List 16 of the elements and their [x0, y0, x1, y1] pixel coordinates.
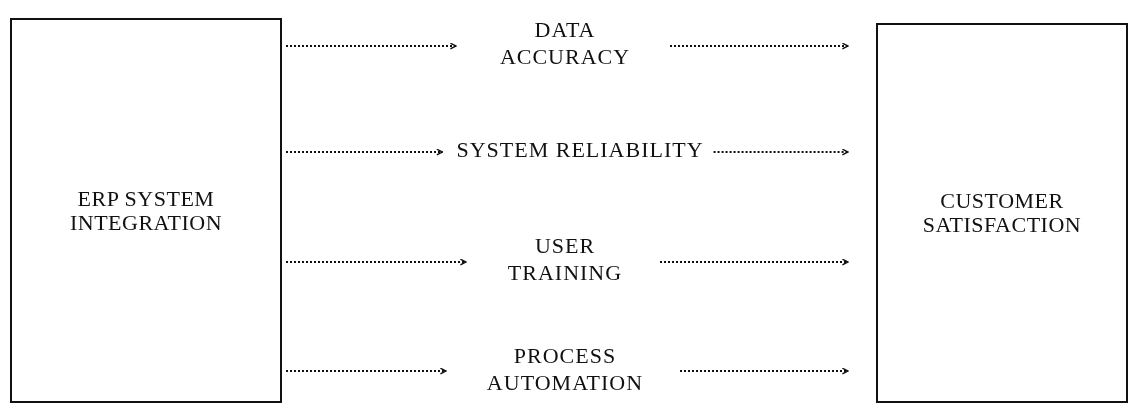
process-box	[876, 23, 1128, 403]
factor-label: PROCESS AUTOMATION	[485, 342, 645, 396]
dotted-arrow	[669, 42, 849, 50]
dotted-arrow	[285, 258, 467, 266]
factor-label: USER TRAINING	[506, 232, 624, 286]
box-label: ERP SYSTEM INTEGRATION	[68, 186, 224, 235]
dotted-arrow	[659, 258, 849, 266]
process-box	[10, 18, 282, 403]
factor-label: DATA ACCURACY	[498, 16, 632, 70]
dotted-arrow	[285, 42, 457, 50]
box-label: CUSTOMER SATISFACTION	[921, 189, 1083, 237]
dotted-arrow	[285, 367, 447, 375]
dotted-arrow	[679, 367, 849, 375]
dotted-arrow	[712, 148, 849, 156]
factor-label: SYSTEM RELIABILITY	[456, 135, 704, 163]
dotted-arrow	[285, 148, 444, 156]
